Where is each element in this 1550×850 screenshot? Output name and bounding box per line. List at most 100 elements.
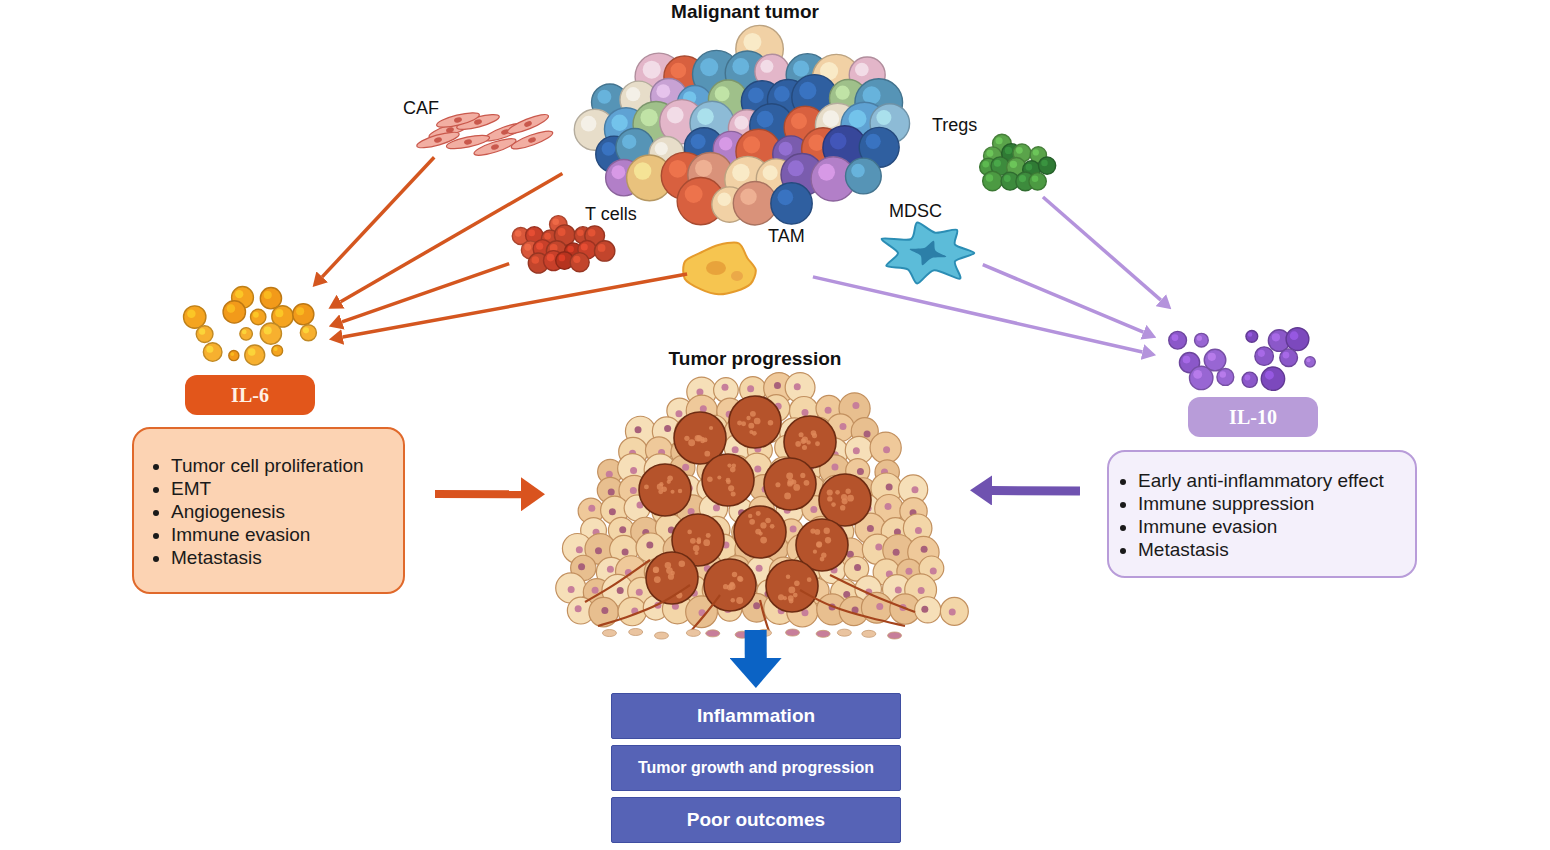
cell-highlight	[818, 164, 835, 181]
stroma-nucleus	[893, 549, 900, 556]
cell-highlight	[763, 165, 778, 180]
cell-highlight	[558, 228, 566, 236]
stroma-nucleus	[696, 388, 703, 395]
cell-highlight	[986, 174, 993, 181]
nodule-speckle	[754, 418, 761, 425]
cell-body	[1169, 331, 1187, 349]
nodule-speckle	[731, 598, 736, 603]
effect-item: Immune evasion	[171, 523, 403, 546]
debris-cell	[735, 631, 749, 638]
cell-body	[1246, 330, 1258, 342]
stroma-nucleus	[747, 385, 754, 392]
nodule-speckle	[770, 524, 775, 529]
cell-highlight	[1041, 160, 1048, 167]
nodule-speckle	[768, 420, 774, 426]
illustration-heading: Malignant tumor	[565, 1, 925, 23]
cell-highlight	[793, 60, 809, 76]
cell	[1195, 333, 1209, 347]
cell	[1255, 347, 1274, 366]
cytokine-node: IL-10	[1160, 312, 1335, 440]
nodule-speckle	[653, 567, 659, 573]
tumor-nodule	[704, 559, 756, 611]
arrow-connector	[435, 490, 521, 498]
nodule-speckle	[795, 441, 801, 447]
nodule-speckle	[703, 539, 710, 546]
nodule-speckle	[793, 484, 800, 491]
effect-item: EMT	[171, 477, 403, 500]
stroma-body	[870, 432, 901, 463]
nodule-speckle	[794, 581, 800, 587]
fibroblast-nucleus	[490, 143, 499, 150]
stroma-nucleus	[883, 446, 890, 453]
debris-cell	[758, 629, 772, 636]
nodule-speckle	[786, 473, 793, 480]
nodule-speckle	[693, 545, 699, 551]
treg-cells	[980, 134, 1056, 191]
stroma-nucleus	[606, 471, 613, 478]
cell-body	[203, 343, 222, 362]
cell-highlight	[732, 164, 750, 182]
stroma-nucleus	[664, 425, 671, 432]
stroma-nucleus	[575, 605, 582, 612]
stroma-nucleus	[592, 587, 599, 594]
stroma-nucleus	[839, 423, 846, 430]
nodule-speckle	[730, 582, 735, 587]
cell-group: TAM	[690, 225, 810, 300]
debris-cell	[654, 632, 668, 639]
tumor-nodule	[734, 506, 786, 558]
cell-label: T cells	[585, 204, 637, 225]
fibroblast-nucleus	[464, 139, 473, 146]
nodule-speckle	[784, 492, 791, 499]
nodule-speckle	[788, 595, 794, 601]
nodule-speckle	[825, 537, 831, 543]
cell-highlight	[248, 348, 256, 356]
effect-item: Tumor cell proliferation	[171, 454, 403, 477]
fibroblast-body	[415, 129, 460, 151]
cell-highlight	[822, 110, 839, 127]
vessel	[800, 590, 905, 626]
nodule-speckle	[667, 480, 671, 484]
cell-highlight	[581, 243, 588, 250]
nodule-speckle	[737, 421, 742, 426]
cell	[272, 345, 283, 356]
cell	[1305, 357, 1315, 367]
stroma-nucleus	[636, 589, 643, 596]
cell-highlight	[1172, 334, 1179, 341]
cell	[245, 345, 265, 365]
cell-highlight	[1033, 149, 1039, 155]
mdsc-nucleus	[910, 241, 947, 265]
nodule-speckle	[687, 530, 692, 535]
debris-cell	[706, 630, 720, 637]
cell-label: TAM	[768, 226, 805, 247]
nodule-speckle	[688, 439, 695, 446]
nodule-speckle	[728, 485, 734, 491]
cell-highlight	[611, 165, 625, 179]
cell-highlight	[830, 133, 847, 150]
cell-highlight	[1005, 147, 1012, 154]
stroma-nucleus	[852, 402, 859, 409]
nodule-speckle	[653, 567, 659, 573]
cell-highlight	[717, 193, 730, 206]
nodule-speckle	[845, 489, 850, 494]
cell-highlight	[577, 229, 584, 236]
stroma-nucleus	[601, 607, 608, 614]
nodule-body	[766, 560, 818, 612]
cell-highlight	[1183, 356, 1191, 364]
nodule-speckle	[755, 529, 761, 535]
stroma-nucleus	[905, 568, 912, 575]
tumor-nodule	[766, 560, 818, 612]
stroma-nucleus	[588, 505, 595, 512]
debris-cell	[862, 630, 876, 637]
nodule-speckle	[824, 528, 830, 534]
vessel	[830, 575, 915, 612]
stroma-nucleus	[885, 503, 892, 510]
cell	[196, 326, 213, 343]
fibroblast	[435, 110, 480, 130]
debris-cell	[888, 632, 902, 639]
tumor-cell-cluster	[574, 25, 909, 225]
cell	[229, 351, 239, 361]
arrow-connector	[745, 630, 767, 658]
stroma-nucleus	[617, 587, 624, 594]
illustration-heading: Tumor progression	[560, 348, 950, 370]
